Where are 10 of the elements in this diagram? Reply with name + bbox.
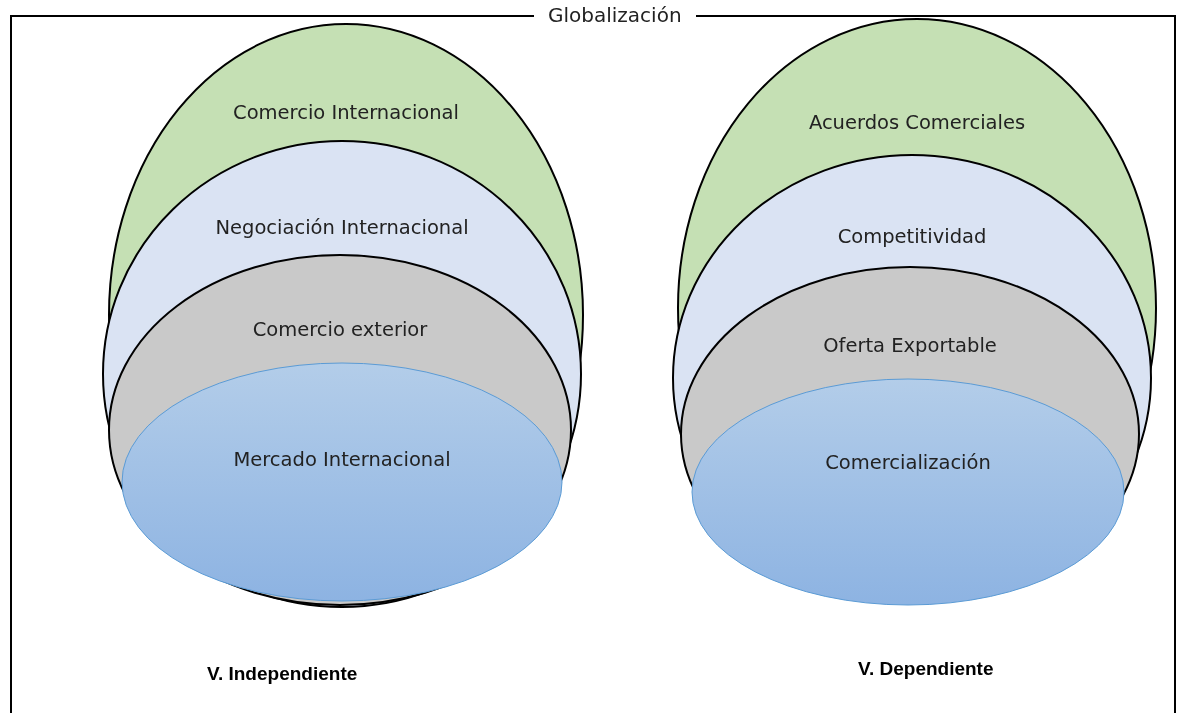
ellipse-label: Acuerdos Comerciales: [808, 111, 1026, 135]
ellipse-label: Oferta Exportable: [823, 334, 997, 358]
ellipse-label: Comercio Internacional: [233, 101, 459, 125]
group-label: V. Independiente: [207, 663, 358, 685]
ellipse-label: Negociación Internacional: [215, 216, 469, 240]
ellipse-label: Comercio exterior: [252, 318, 428, 342]
ellipse-label: Mercado Internacional: [233, 448, 451, 472]
ellipse-label: Competitividad: [837, 225, 987, 249]
ellipse-label: Comercialización: [825, 451, 991, 475]
group-label: V. Dependiente: [858, 658, 994, 680]
